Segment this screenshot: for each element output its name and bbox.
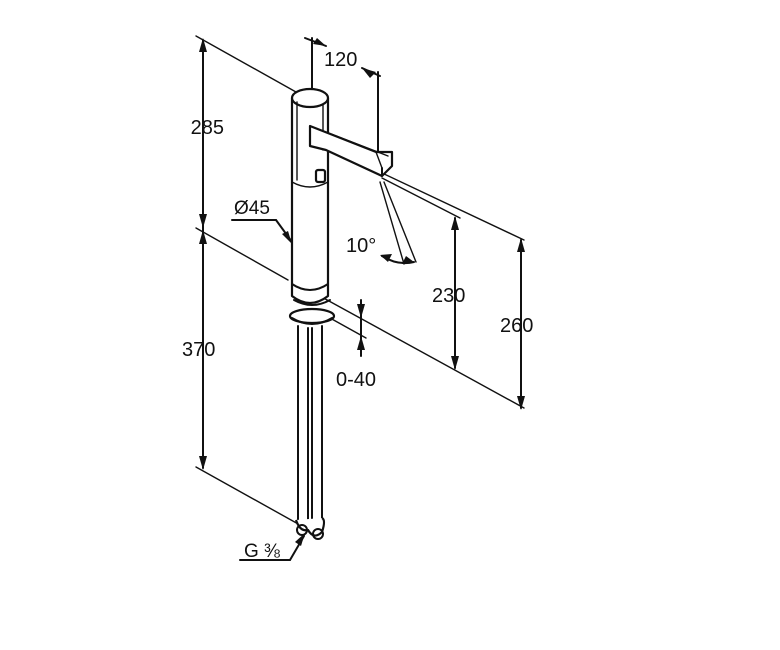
total-height-dimension <box>517 238 525 410</box>
shank-length-label: 370 <box>182 339 215 361</box>
spray-angle <box>379 181 417 265</box>
reach-label: 120 <box>324 49 357 71</box>
deck-thickness-label: 0-40 <box>336 369 376 391</box>
spout-height-label: 230 <box>432 285 465 307</box>
diameter-leader <box>231 219 293 244</box>
spout-height-dimension <box>451 216 459 370</box>
total-height-label: 260 <box>500 315 533 337</box>
faucet-spout <box>308 124 394 178</box>
deck-thickness-dimension <box>357 299 365 357</box>
spout-angle-label: 10° <box>346 235 376 257</box>
extension-lines <box>195 35 525 526</box>
diameter-label: Ø45 <box>234 198 270 219</box>
connection-thread-label: G ⅜ <box>244 541 280 562</box>
upper-height-label: 285 <box>191 117 224 139</box>
faucet-body <box>288 87 336 325</box>
thread-leader <box>239 533 305 561</box>
left-vertical-dimension <box>199 38 207 470</box>
supply-shank <box>294 325 326 540</box>
